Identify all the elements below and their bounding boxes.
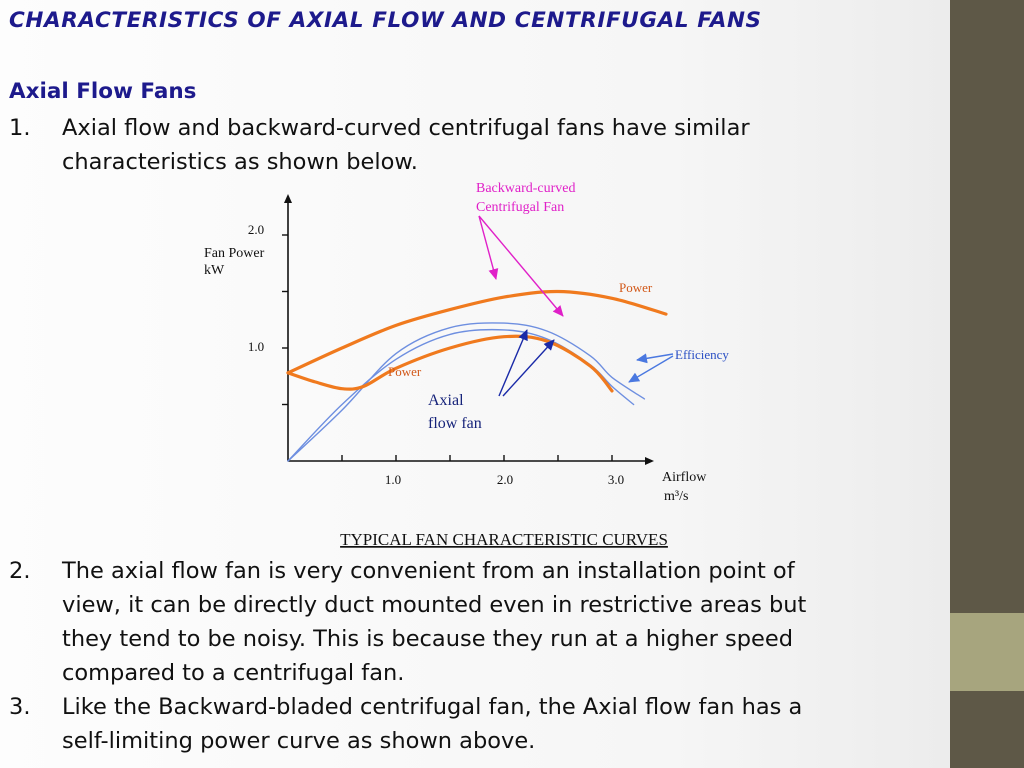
backward-power-curve [286,289,668,375]
flow-fan-label: flow fan [428,415,482,432]
axial-efficiency-curve [287,328,635,462]
backward-arrow-to-power [478,215,499,280]
list-item-number: 1. [9,115,31,141]
power-label-lower: Power [388,364,422,379]
centrifugal-fan-label: Centrifugal Fan [476,200,564,215]
fan-characteristic-chart: 2.0 1.0 Fan Power kW 1.0 2.0 3.0 Airflow… [204,181,729,549]
chart-axes [284,194,654,465]
decorative-sidebar [950,0,1024,768]
list-item-text: The axial flow fan is very convenient fr… [62,554,962,690]
slide-title: CHARACTERISTICS OF AXIAL FLOW AND CENTRI… [9,8,762,33]
section-heading: Axial Flow Fans [9,79,197,104]
x-tick-label: 1.0 [385,472,401,487]
y-axis-label: Fan Power [204,246,265,261]
axial-power-curve [286,334,614,393]
efficiency-arrow-lower [628,355,674,383]
backward-curved-label: Backward-curved [476,181,576,196]
list-item-line: Like the Backward-bladed centrifugal fan… [62,694,803,720]
list-item-number: 2. [9,558,31,584]
list-item-line: The axial flow fan is very convenient fr… [62,558,795,584]
x-tick-label: 2.0 [497,472,513,487]
x-axis-unit: m³/s [664,489,688,504]
efficiency-arrow-upper [636,353,674,364]
y-axis-unit: kW [204,263,225,278]
backward-arrow-to-efficiency [478,215,564,317]
y-tick-label: 1.0 [248,339,264,354]
annotation-arrows [478,215,674,397]
y-tick-label: 2.0 [248,222,264,237]
axis-ticks [282,234,613,461]
axial-arrow-to-power [502,339,555,397]
list-item-number: 3. [9,694,31,720]
list-item-line: view, it can be directly duct mounted ev… [62,592,807,618]
list-item-line: self-limiting power curve as shown above… [62,728,536,754]
sidebar-accent-block [950,613,1024,691]
slide-canvas: CHARACTERISTICS OF AXIAL FLOW AND CENTRI… [0,0,950,768]
axial-arrow-to-efficiency [498,329,528,397]
list-item-line: Axial flow and backward-curved centrifug… [62,115,750,141]
efficiency-label: Efficiency [675,347,729,362]
power-label-upper: Power [619,280,653,295]
chart-title: TYPICAL FAN CHARACTERISTIC CURVES [340,530,668,549]
backward-efficiency-curve [287,322,646,462]
x-tick-label: 3.0 [608,472,624,487]
axial-label: Axial [428,392,464,409]
list-item-text: Axial flow and backward-curved centrifug… [62,111,962,179]
list-item-text: Like the Backward-bladed centrifugal fan… [62,690,962,758]
list-item-line: characteristics as shown below. [62,149,418,175]
chart-curves [286,289,668,462]
chart-labels: 2.0 1.0 Fan Power kW 1.0 2.0 3.0 Airflow… [204,181,729,504]
x-axis-label: Airflow [662,470,707,485]
list-item-line: they tend to be noisy. This is because t… [62,626,793,652]
list-item-line: compared to a centrifugal fan. [62,660,405,686]
